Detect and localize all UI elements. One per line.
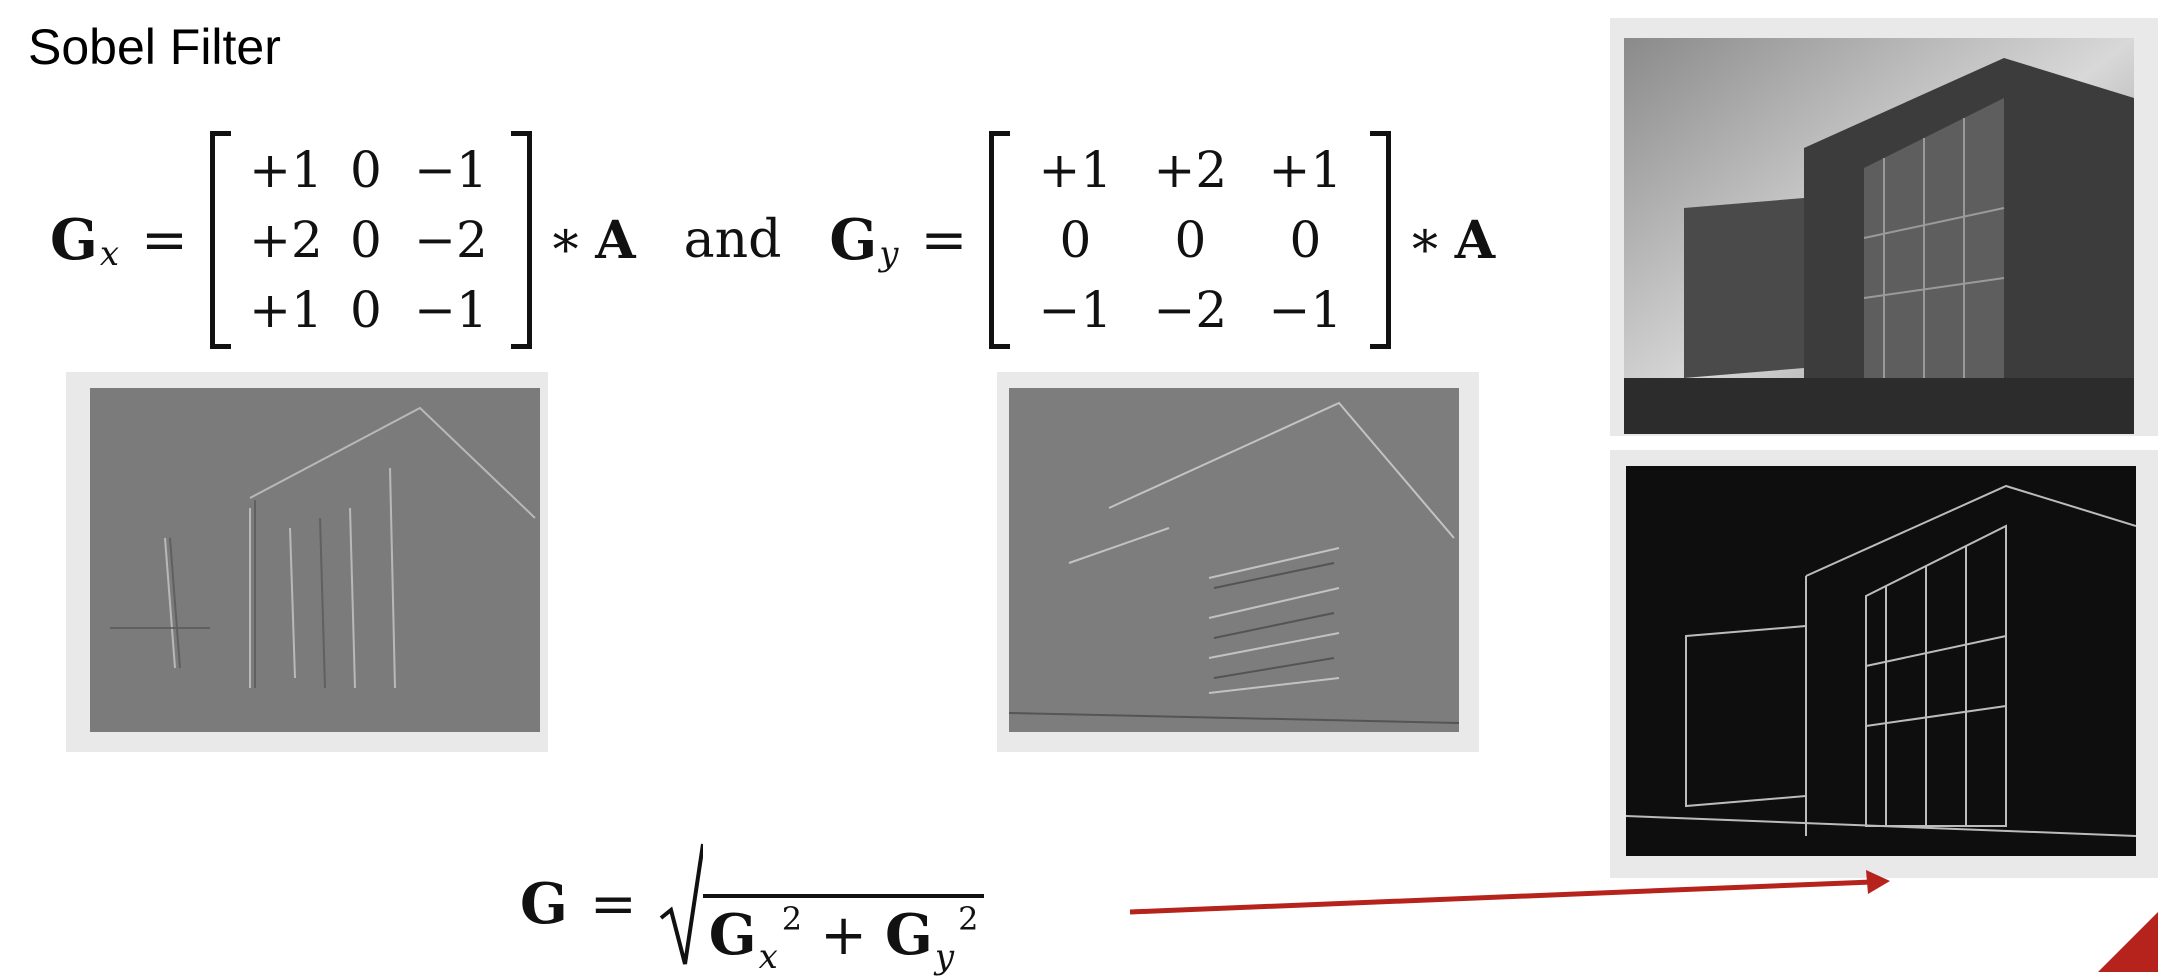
gx-matrix-grid: +1 0 −1 +2 0 −2 +1 0 −1 xyxy=(231,135,511,345)
corner-accent-shape xyxy=(2098,912,2158,972)
gx-edge-image xyxy=(90,388,540,732)
and-connector: and xyxy=(683,210,782,270)
term1-sub: x xyxy=(758,937,778,977)
term1: G xyxy=(708,902,757,968)
gx-left-bracket xyxy=(209,131,231,349)
gy-right-bracket xyxy=(1370,131,1392,349)
magnitude-equals: = xyxy=(589,871,637,937)
gy-cell-r2c1: 0 xyxy=(1059,211,1092,269)
gy-edge-image xyxy=(1009,388,1459,732)
gx-cell-r2c1: +2 xyxy=(249,211,323,269)
gx-cell-r3c2: 0 xyxy=(350,281,382,339)
gy-equals: = xyxy=(920,207,968,273)
term2-sup: 2 xyxy=(958,900,979,938)
gy-cell-r2c2: 0 xyxy=(1174,211,1207,269)
magnitude-edge-image xyxy=(1626,466,2136,856)
gy-cell-r1c1: +1 xyxy=(1038,141,1113,199)
gx-cell-r2c2: 0 xyxy=(350,211,382,269)
gy-kernel-matrix: +1 +2 +1 0 0 0 −1 −2 −1 xyxy=(989,131,1392,349)
arrow-icon xyxy=(1129,870,1890,915)
gx-operand: A xyxy=(595,209,636,271)
gx-cell-r1c2: 0 xyxy=(350,141,382,199)
gx-cell-r1c3: −1 xyxy=(414,141,488,199)
gx-lhs-sub: x xyxy=(99,234,120,274)
gx-equals: = xyxy=(141,207,188,273)
gx-cell-r3c1: +1 xyxy=(249,281,323,339)
gy-operand: A xyxy=(1454,209,1496,271)
gx-cell-r3c3: −1 xyxy=(414,281,488,339)
gx-lhs: G xyxy=(50,207,98,273)
gy-operator: ∗ xyxy=(1407,210,1443,270)
gy-left-bracket xyxy=(989,131,1011,349)
gy-cell-r2c3: 0 xyxy=(1289,211,1322,269)
magnitude-result-image xyxy=(1610,450,2158,878)
gy-cell-r3c2: −2 xyxy=(1153,281,1228,339)
gx-operator: ∗ xyxy=(547,210,584,270)
g-lhs: G xyxy=(520,871,568,937)
gy-cell-r3c3: −1 xyxy=(1268,281,1343,339)
gy-lhs-sub: y xyxy=(879,234,899,274)
gy-cell-r1c3: +1 xyxy=(1268,141,1343,199)
term2: G xyxy=(885,902,933,968)
gy-cell-r3c1: −1 xyxy=(1038,281,1113,339)
gy-cell-r1c2: +2 xyxy=(1153,141,1228,199)
gx-kernel-matrix: +1 0 −1 +2 0 −2 +1 0 −1 xyxy=(209,131,532,349)
gx-cell-r2c3: −2 xyxy=(414,211,488,269)
gy-result-image xyxy=(997,372,1479,752)
gx-right-bracket xyxy=(510,131,532,349)
slide-title: Sobel Filter xyxy=(28,19,281,75)
gy-lhs: G xyxy=(829,207,878,273)
plus-sign: + xyxy=(820,903,868,968)
building-photo xyxy=(1624,38,2134,434)
gx-result-image xyxy=(66,372,548,752)
radical-sign-icon xyxy=(659,843,703,965)
original-photo xyxy=(1610,18,2158,436)
term2-sub: y xyxy=(934,937,955,977)
gx-cell-r1c1: +1 xyxy=(249,141,323,199)
gy-matrix-grid: +1 +2 +1 0 0 0 −1 −2 −1 xyxy=(1010,135,1370,345)
term1-sup: 2 xyxy=(781,900,803,938)
